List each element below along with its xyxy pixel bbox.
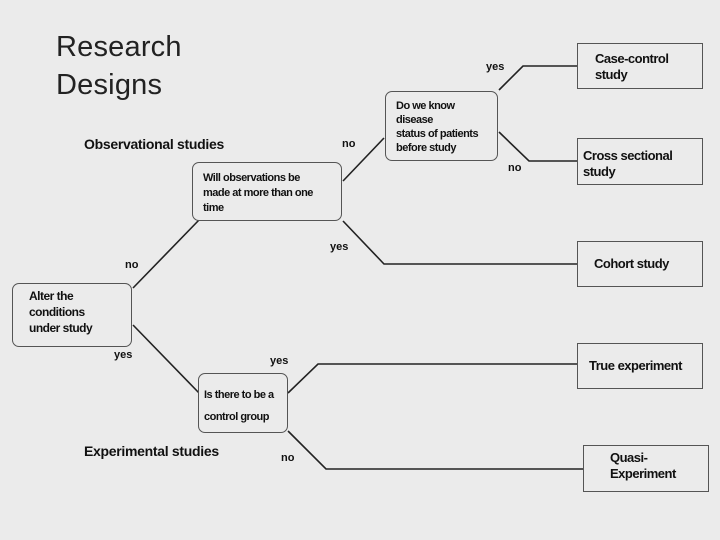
edge-observations-to-know-status	[342, 137, 385, 182]
node-know-line-1: Do we know	[396, 100, 455, 112]
outcome-quasi-line-2: Experiment	[610, 466, 676, 481]
edge-alter-to-observations	[132, 219, 200, 289]
node-know-disease-status: Do we know disease status of patients be…	[385, 91, 498, 161]
outcome-quasi-experiment: Quasi- Experiment	[583, 445, 709, 492]
node-control-group: Is there to be a control group	[198, 373, 288, 433]
title-line-2: Designs	[56, 69, 163, 101]
edge-label-observations-no: no	[342, 138, 356, 150]
section-label-observational: Observational studies	[84, 136, 224, 152]
edge-label-alter-no: no	[125, 259, 139, 271]
outcome-quasi-line-1: Quasi-	[610, 450, 648, 465]
edge-label-know-no: no	[508, 162, 522, 174]
node-know-line-3: status of patients	[396, 128, 479, 140]
node-alter-line-3: under study	[29, 321, 93, 335]
node-alter-conditions: Alter the conditions under study	[12, 283, 132, 347]
node-control-line-2: control group	[204, 411, 270, 423]
node-observations-line-3: time	[203, 202, 224, 214]
outcome-true-experiment: True experiment	[577, 343, 703, 389]
outcome-case-control-study: Case-control study	[577, 43, 703, 89]
outcome-case-control-line-1: Case-control	[595, 51, 669, 66]
node-alter-line-1: Alter the	[29, 289, 74, 303]
outcome-cross-sectional-line-2: study	[583, 164, 616, 179]
node-observations-line-1: Will observations be	[203, 172, 300, 184]
edge-observations-to-cohort	[342, 220, 577, 265]
edge-know-status-to-cross-sectional	[498, 131, 577, 162]
edge-label-control-no: no	[281, 452, 295, 464]
edge-label-know-yes: yes	[486, 61, 505, 73]
outcome-cross-sectional-line-1: Cross sectional	[583, 148, 673, 163]
node-observations-line-2: made at more than one	[203, 187, 313, 199]
node-alter-line-2: conditions	[29, 305, 85, 319]
page-title: Research Designs	[56, 28, 182, 104]
node-know-line-2: disease	[396, 114, 433, 126]
node-control-line-1: Is there to be a	[204, 389, 274, 401]
title-line-1: Research	[56, 31, 182, 63]
section-label-experimental: Experimental studies	[84, 443, 219, 459]
outcome-case-control-line-2: study	[595, 67, 628, 82]
edge-label-alter-yes: yes	[114, 349, 133, 361]
edge-label-observations-yes: yes	[330, 241, 349, 253]
edge-alter-to-control-group	[132, 324, 201, 395]
edge-control-group-to-true-experiment	[287, 363, 577, 394]
edge-control-group-to-quasi	[287, 430, 583, 470]
node-know-line-4: before study	[396, 142, 457, 154]
outcome-cohort-study: Cohort study	[577, 241, 703, 287]
edge-label-control-yes: yes	[270, 355, 289, 367]
edge-know-status-to-case-control	[498, 65, 577, 91]
outcome-cross-sectional-study: Cross sectional study	[577, 138, 703, 185]
node-observations-more-than-once: Will observations be made at more than o…	[192, 162, 342, 221]
